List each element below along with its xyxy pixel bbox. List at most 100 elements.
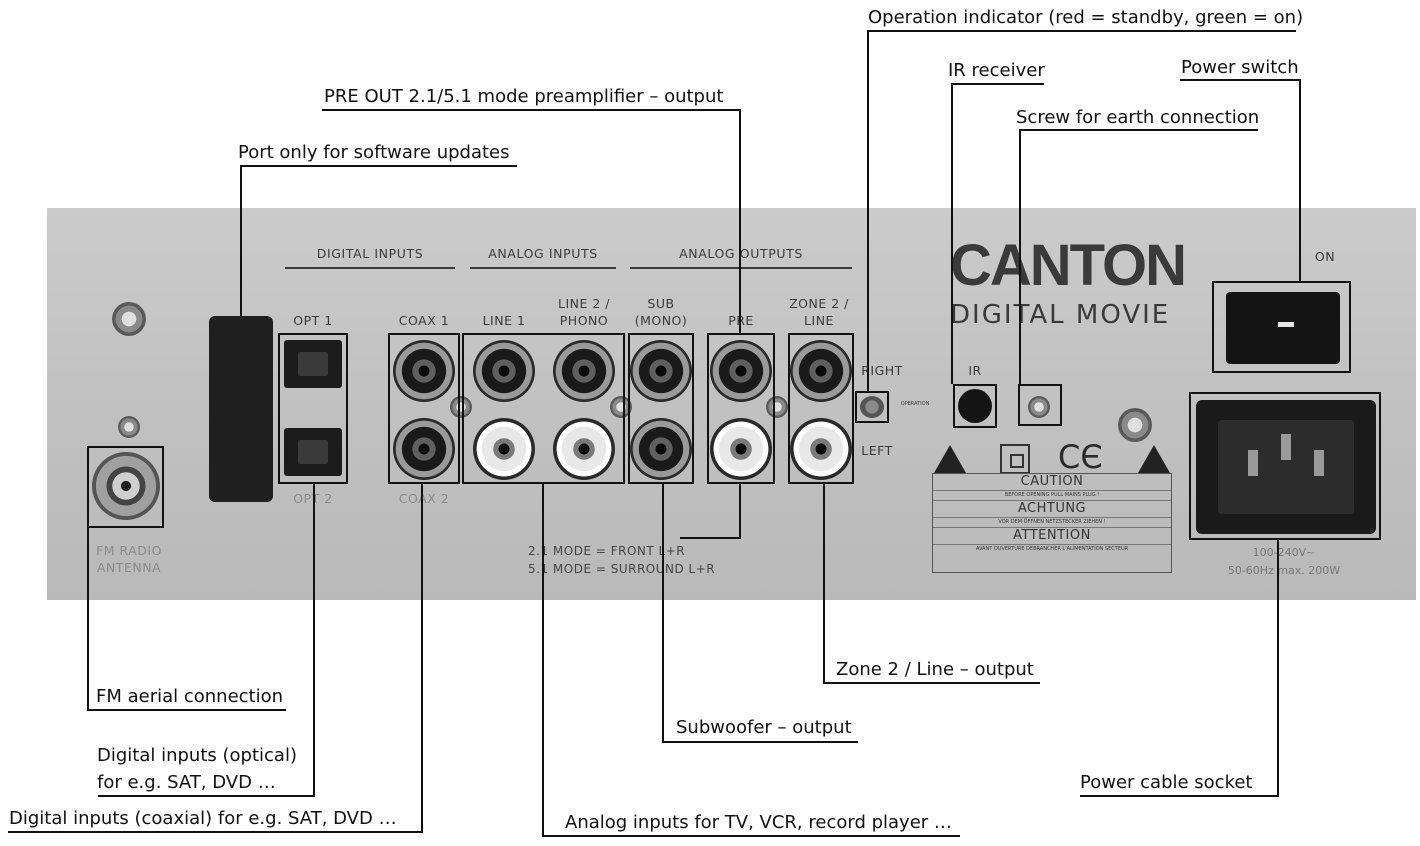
line2-label-line2: PHONO [559, 313, 609, 328]
mounting-screw-icon [610, 396, 632, 418]
line1-label: LINE 1 [482, 313, 526, 328]
line2-label-line1: LINE 2 / [557, 296, 610, 311]
fm-antenna-label-line2: ANTENNA [96, 560, 162, 575]
mounting-screw-icon [766, 396, 788, 418]
sub-label-line1: SUB [647, 296, 675, 311]
line1-left-jack[interactable] [473, 418, 535, 480]
power-switch-highlight [1212, 281, 1351, 373]
zone2-output-highlight [788, 333, 854, 484]
fm-aerial-callout: FM aerial connection [96, 686, 284, 707]
ir-receiver-sensor [958, 389, 992, 423]
earth-screw-icon [1028, 396, 1050, 418]
socket-pin [1314, 450, 1324, 476]
software-update-port[interactable] [209, 316, 273, 502]
power-rating-line2: 50-60Hz max. 200W [1227, 564, 1341, 577]
sub-jack-2[interactable] [630, 418, 692, 480]
attention-title: ATTENTION [1013, 528, 1091, 543]
pre-label: PRE [728, 313, 754, 328]
right-channel-label: RIGHT [861, 363, 903, 378]
power-switch-callout: Power switch [1181, 57, 1299, 78]
earth-screw-highlight [1018, 384, 1062, 426]
sub-label: SUB (MONO) [628, 295, 694, 329]
mode-51-text: 5.1 MODE = SURROUND L+R [528, 562, 716, 576]
digital-coaxial-callout: Digital inputs (coaxial) for e.g. SAT, D… [9, 808, 397, 829]
power-rating-line1: 100-240V~ [1252, 546, 1316, 559]
line2-right-jack[interactable] [553, 340, 615, 402]
sub-label-line2: (MONO) [634, 313, 688, 328]
digital-optical-callout-line1: Digital inputs (optical) [97, 745, 297, 766]
pre-right-jack[interactable] [710, 340, 772, 402]
fm-antenna-highlight [87, 446, 164, 528]
operation-label: OPERATION [900, 401, 930, 407]
line2-left-jack[interactable] [553, 418, 615, 480]
analog-inputs-underline [470, 267, 616, 269]
caution-title: CAUTION [1020, 474, 1084, 489]
coax2-label: COAX 2 [398, 491, 450, 506]
coax1-label: COAX 1 [398, 313, 450, 328]
mounting-screw-icon [118, 416, 140, 438]
pre-out-highlight [707, 333, 775, 484]
line1-right-jack[interactable] [473, 340, 535, 402]
analog-outputs-underline [630, 267, 852, 269]
pre-out-callout: PRE OUT 2.1/5.1 mode preamplifier – outp… [324, 86, 724, 107]
sub-jack-1[interactable] [630, 340, 692, 402]
pre-left-jack[interactable] [710, 418, 772, 480]
analog-inputs-highlight [462, 333, 625, 484]
fm-antenna-label: FM RADIO ANTENNA [74, 542, 184, 576]
pre-mode-legend: 2.1 MODE = FRONT L+R 5.1 MODE = SURROUND… [528, 542, 715, 578]
operation-led-highlight [855, 391, 889, 423]
ce-mark-icon: CЄ [1058, 438, 1103, 476]
digital-inputs-header: DIGITAL INPUTS [316, 246, 424, 261]
zone2-left-jack[interactable] [790, 418, 852, 480]
opt1-jack[interactable] [284, 340, 342, 388]
operation-indicator-callout: Operation indicator (red = standby, gree… [868, 7, 1304, 28]
digital-inputs-underline [285, 267, 455, 269]
opt2-label: OPT 2 [293, 491, 333, 506]
fm-antenna-label-line1: FM RADIO [96, 543, 162, 558]
on-label: ON [1314, 249, 1336, 264]
opt1-label: OPT 1 [293, 313, 333, 328]
ir-receiver-callout: IR receiver [948, 60, 1045, 81]
ir-label: IR [968, 363, 982, 378]
subwoofer-output-highlight [628, 333, 694, 484]
analog-inputs-callout: Analog inputs for TV, VCR, record player… [565, 812, 952, 833]
achtung-title: ACHTUNG [1017, 501, 1087, 516]
mounting-screw-icon [450, 396, 472, 418]
left-channel-label: LEFT [861, 443, 893, 458]
optical-inputs-highlight [278, 333, 348, 484]
power-socket-highlight [1189, 392, 1381, 540]
software-port-callout: Port only for software updates [238, 142, 510, 163]
warning-triangle-icon [1138, 445, 1170, 473]
warning-triangle-icon [934, 445, 966, 473]
socket-pin [1281, 434, 1291, 460]
zone2-label-line1: ZONE 2 / [789, 296, 849, 311]
opt2-jack[interactable] [284, 428, 342, 476]
mounting-screw-icon [1118, 408, 1152, 442]
coax2-jack[interactable] [393, 418, 455, 480]
socket-pin [1248, 450, 1258, 476]
analog-outputs-header: ANALOG OUTPUTS [679, 246, 803, 261]
mode-21-text: 2.1 MODE = FRONT L+R [528, 544, 686, 558]
power-socket-callout: Power cable socket [1080, 772, 1253, 793]
attention-subtext: AVANT OUVERTURE DEBRANCHER L'ALIMENTATIO… [933, 544, 1171, 554]
zone2-label-line2: LINE [804, 313, 834, 328]
canton-logo: CANTON [950, 233, 1187, 298]
digital-optical-callout-line2: for e.g. SAT, DVD … [97, 772, 276, 793]
digital-movie-label: DIGITAL MOVIE [950, 300, 1171, 330]
iec-power-socket[interactable] [1196, 400, 1376, 534]
earth-screw-callout: Screw for earth connection [1016, 107, 1260, 128]
power-rating-label: 100-240V~ 50-60Hz max. 200W [1206, 544, 1362, 580]
achtung-subtext: VOR DEM ÖFFNEN NETZSTECKER ZIEHEN ! [933, 517, 1171, 528]
caution-label: CAUTION BEFORE OPENING PULL MAINS PLUG !… [932, 473, 1172, 573]
operation-led [860, 396, 884, 418]
socket-inner [1218, 420, 1354, 514]
ir-receiver-highlight [953, 384, 997, 428]
coax1-jack[interactable] [393, 340, 455, 402]
line2-label: LINE 2 / PHONO [546, 295, 622, 329]
mounting-screw-icon [112, 302, 146, 336]
analog-inputs-header: ANALOG INPUTS [488, 246, 598, 261]
zone2-right-jack[interactable] [790, 340, 852, 402]
subwoofer-output-callout: Subwoofer – output [676, 717, 852, 738]
zone2-output-callout: Zone 2 / Line – output [836, 659, 1034, 680]
